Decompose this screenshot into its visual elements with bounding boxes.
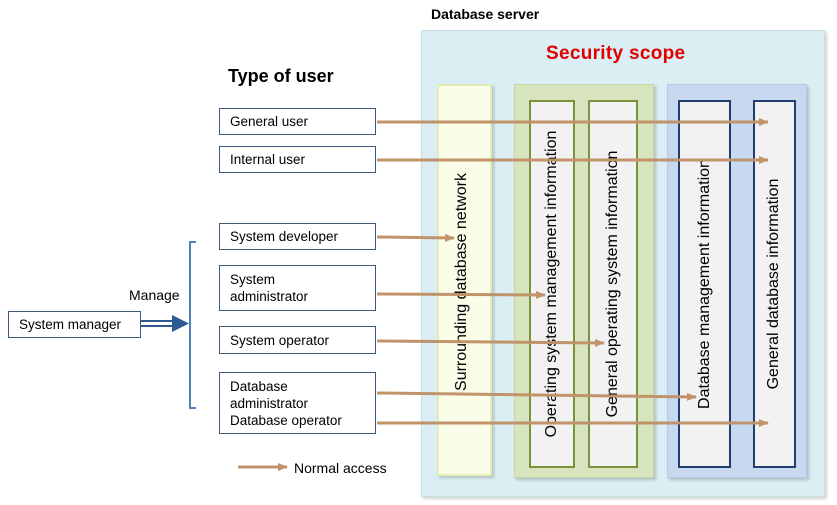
- internal-user-label: Internal user: [230, 152, 306, 167]
- manage-arrow-head: [172, 315, 189, 332]
- database-administrator-arrow: [376, 391, 697, 401]
- database-administrator-label-line1: Database: [230, 378, 288, 394]
- manage-label: Manage: [129, 287, 180, 303]
- legend-label: Normal access: [294, 460, 387, 476]
- database-admin-operator-box: Database administrator Database operator: [219, 372, 376, 434]
- system-manager-box: System manager: [8, 311, 141, 338]
- general-user-box: General user: [219, 108, 376, 135]
- system-operator-box: System operator: [219, 326, 376, 354]
- system-administrator-arrow: [376, 290, 546, 299]
- general-user-label: General user: [230, 114, 309, 129]
- system-operator-label: System operator: [230, 332, 330, 348]
- type-of-user-heading: Type of user: [228, 66, 334, 86]
- system-manager-label: System manager: [19, 317, 122, 332]
- system-operator-arrow: [376, 338, 605, 347]
- system-administrator-box: System administrator: [219, 265, 376, 311]
- security-scope-label: Security scope: [546, 43, 686, 64]
- system-developer-box: System developer: [219, 223, 376, 250]
- system-administrator-label-line2: administrator: [230, 289, 309, 304]
- system-administrator-label-line1: System: [230, 272, 276, 287]
- manage-bracket: [189, 241, 196, 409]
- system-developer-arrow: [376, 233, 455, 242]
- internal-user-box: Internal user: [219, 146, 376, 173]
- database-server-label: Database server: [431, 6, 540, 22]
- surrounding-network-panel: [437, 84, 492, 476]
- database-operator-label: Database operator: [230, 412, 342, 428]
- system-developer-label: System developer: [230, 229, 339, 244]
- database-administrator-label-line2: administrator: [230, 395, 309, 411]
